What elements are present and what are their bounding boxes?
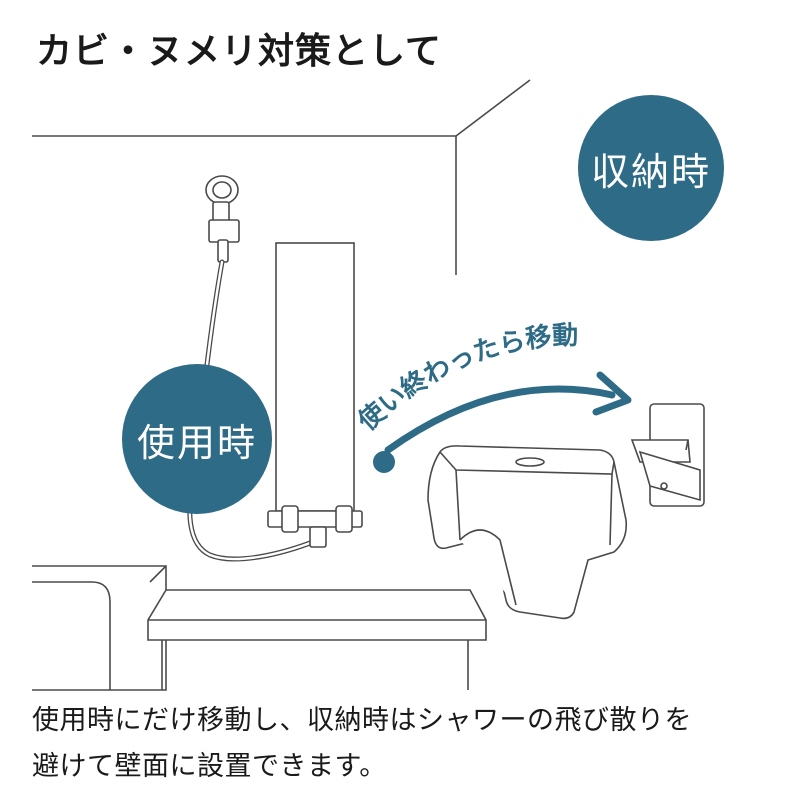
arrow-label: 使い終わったら移動: [352, 321, 579, 438]
shower-head-icon: [205, 175, 240, 263]
caption: 使用時にだけ移動し、収納時はシャワーの飛び散りを 避けて壁面に設置できます。: [32, 698, 772, 790]
storage-badge: 収納時: [578, 95, 724, 241]
move-arrow-icon: [373, 371, 632, 473]
caption-line-2: 避けて壁面に設置できます。: [32, 751, 387, 782]
bathtub: [32, 565, 167, 691]
bath-stool-icon: [427, 445, 628, 620]
room-walls: [32, 79, 531, 275]
use-badge-label: 使用時: [136, 420, 257, 465]
page-title: カビ・ヌメリ対策として: [36, 31, 442, 72]
counter-shelf: [147, 589, 487, 690]
storage-badge-label: 収納時: [590, 149, 711, 194]
use-badge: 使用時: [122, 364, 272, 514]
faucet-icon: [267, 505, 363, 548]
arrow-label-text: 使い終わったら移動: [352, 321, 579, 438]
caption-line-1: 使用時にだけ移動し、収納時はシャワーの飛び散りを: [32, 705, 692, 736]
wall-hook-icon: [630, 403, 705, 507]
wall-panel: [275, 242, 355, 512]
